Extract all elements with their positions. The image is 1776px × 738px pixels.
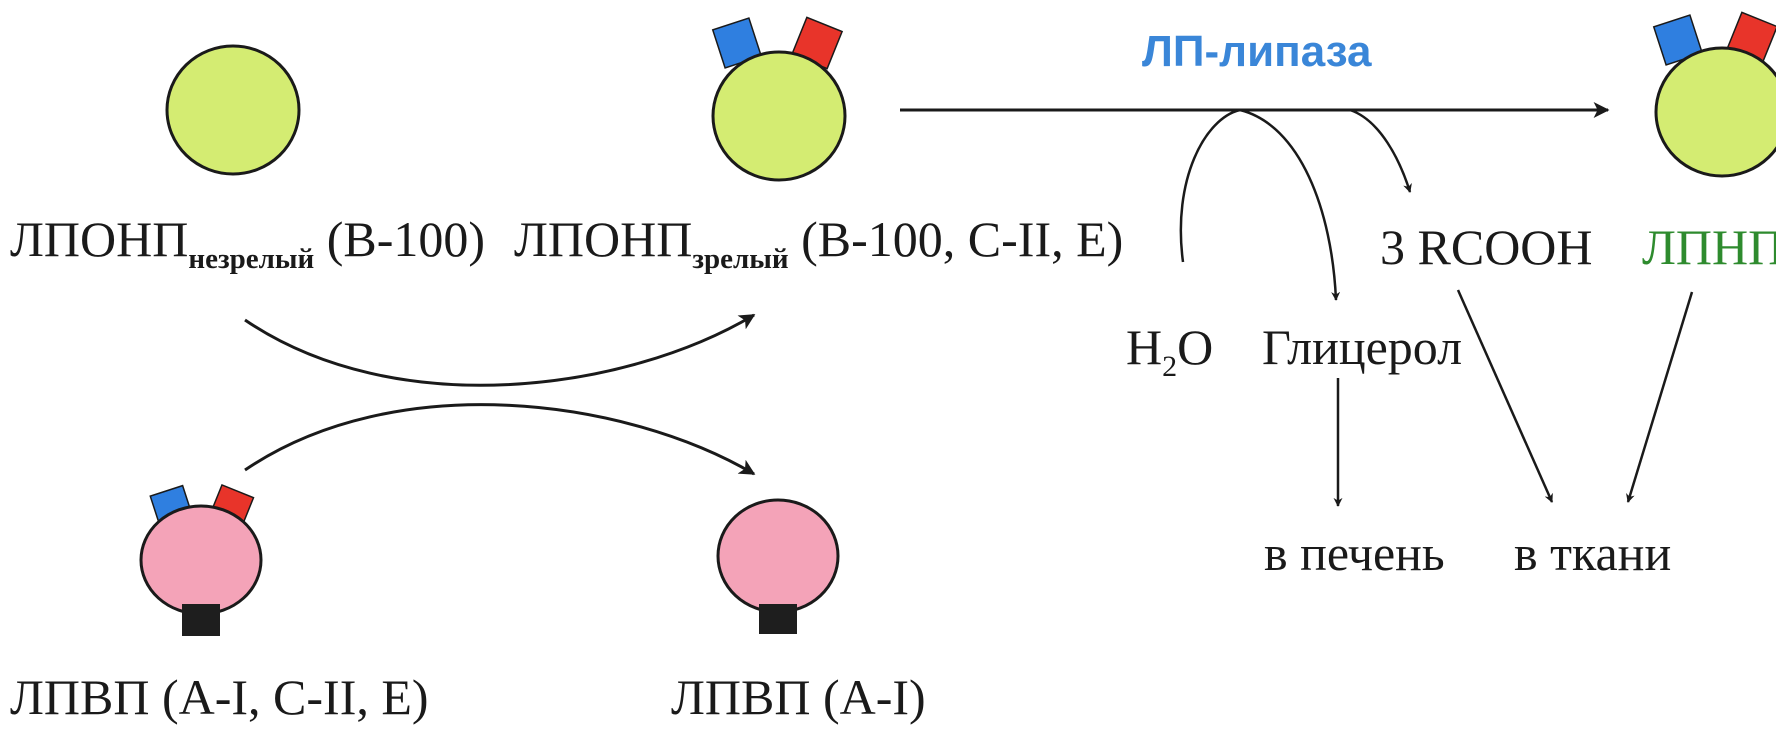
ldl-label: ЛПНП [1642,219,1776,275]
ldl-particle [1654,46,1776,178]
enzyme-label: ЛП-липаза [1142,27,1372,76]
vldl-immature-sub: незрелый [188,243,315,275]
hdl-short-particle [716,498,840,614]
vldl-mature-particle [711,50,847,182]
fatty-acid-output-arrow [1349,108,1412,193]
water-subscript: 2 [1162,350,1178,383]
apo-a1-block-hdl [182,604,220,636]
glycerol-output-arrow [1239,108,1341,301]
hdl-full-particle [139,504,263,616]
fatty-acid-to-tissues-arrow [1456,289,1554,503]
vldl-immature-apo: (B-100) [326,211,486,267]
fatty-acids-label: 3 RCOOH [1380,219,1593,275]
hdl-full-label: ЛПВП (A-I, C-II, E) [10,669,429,725]
water-o: O [1177,319,1214,375]
to-liver-label: в печень [1264,525,1445,581]
to-tissues-label: в ткани [1514,525,1672,581]
vldl-mature-label: ЛПОНПзрелый (B-100, C-II, E) [514,211,1124,274]
ldl-to-tissues-arrow [1626,291,1694,503]
glycerol-label: Глицерол [1262,319,1463,375]
water-h: H [1126,319,1163,375]
vldl-immature-main: ЛПОНП [10,211,189,267]
exchange-arrow-to-hdl [244,403,756,476]
water-label: H2O [1126,319,1214,382]
water-input-arc [1179,108,1241,263]
vldl-mature-apo: (B-100, C-II, E) [801,211,1124,267]
vldl-mature-sub: зрелый [692,243,789,275]
vldl-immature-particle [165,44,301,176]
ldl-group [1652,11,1776,178]
hdl-short-group [716,498,840,634]
hdl-full-group [139,483,263,636]
hdl-short-label: ЛПВП (A-I) [671,669,926,725]
vldl-mature-group [711,16,847,182]
apo-a1-block [759,604,797,634]
exchange-arrow-to-mature [244,313,756,387]
vldl-mature-main: ЛПОНП [514,211,693,267]
vldl-immature-label: ЛПОНПнезрелый (B-100) [10,211,486,274]
